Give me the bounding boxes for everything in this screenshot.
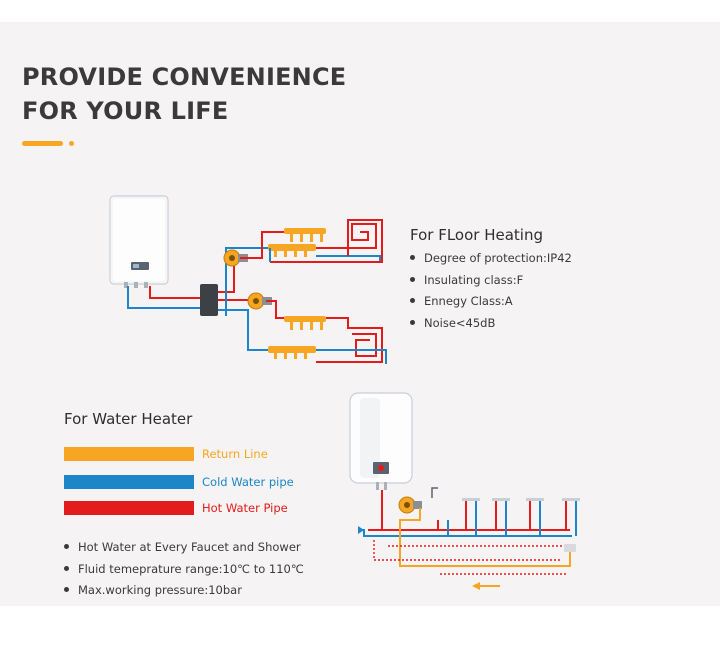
floor-heating-specs: Degree of protection:IP42 Insulating cla…: [410, 250, 572, 336]
legend-swatch-cold: [64, 475, 194, 489]
spec-energy-class: Ennegy Class:A: [410, 293, 572, 315]
legend-label-hot: Hot Water Pipe: [202, 501, 288, 515]
water-heater-title: For Water Heater: [64, 410, 193, 428]
legend-swatch-hot: [64, 501, 194, 515]
bullet-dot: [410, 255, 415, 260]
bullet-dot: [410, 319, 415, 325]
accent-dot: [69, 141, 74, 146]
bullet-dot: [64, 587, 69, 592]
headline-line-1: PROVIDE CONVENIENCE: [22, 63, 347, 91]
spec-noise: Noise<45dB: [410, 315, 572, 337]
bullet-dot: [64, 544, 69, 549]
spec-insulation: Insulating class:F: [410, 272, 572, 294]
manifold-upper-supply: [284, 228, 326, 242]
thermostatic-valve: [564, 544, 576, 552]
recirculation-pump: [398, 487, 438, 514]
spec-protection: Degree of protection:IP42: [410, 250, 572, 272]
accent-bar: [22, 141, 63, 146]
floor-heating-title: For FLoor Heating: [410, 226, 543, 244]
manifold-lower-return: [268, 346, 316, 359]
legend-label-return: Return Line: [202, 447, 268, 461]
water-heater-diagram: [349, 392, 580, 590]
manifold-lower-supply: [284, 316, 326, 330]
floor-heating-diagram: [109, 195, 387, 364]
feature-hot-water: Hot Water at Every Faucet and Shower: [64, 539, 304, 561]
storage-water-heater: [349, 392, 413, 490]
legend-label-cold: Cold Water pipe: [202, 475, 294, 489]
feature-temperature: Fluid temeprature range:10℃ to 110℃: [64, 561, 304, 583]
bullet-dot: [410, 298, 415, 303]
water-heater-features: Hot Water at Every Faucet and Shower Flu…: [64, 539, 304, 604]
page-headline: PROVIDE CONVENIENCE FOR YOUR LIFE: [22, 60, 346, 128]
legend-swatch-return: [64, 447, 194, 461]
feature-pressure: Max.working pressure:10bar: [64, 582, 304, 604]
wall-boiler: [109, 195, 169, 288]
manifold-upper-return: [268, 244, 316, 257]
headline-line-2: FOR YOUR LIFE: [22, 97, 229, 125]
faucet-risers: [437, 498, 580, 536]
hydraulic-separator: [200, 284, 218, 316]
bullet-dot: [64, 565, 69, 571]
bullet-dot: [410, 276, 415, 282]
